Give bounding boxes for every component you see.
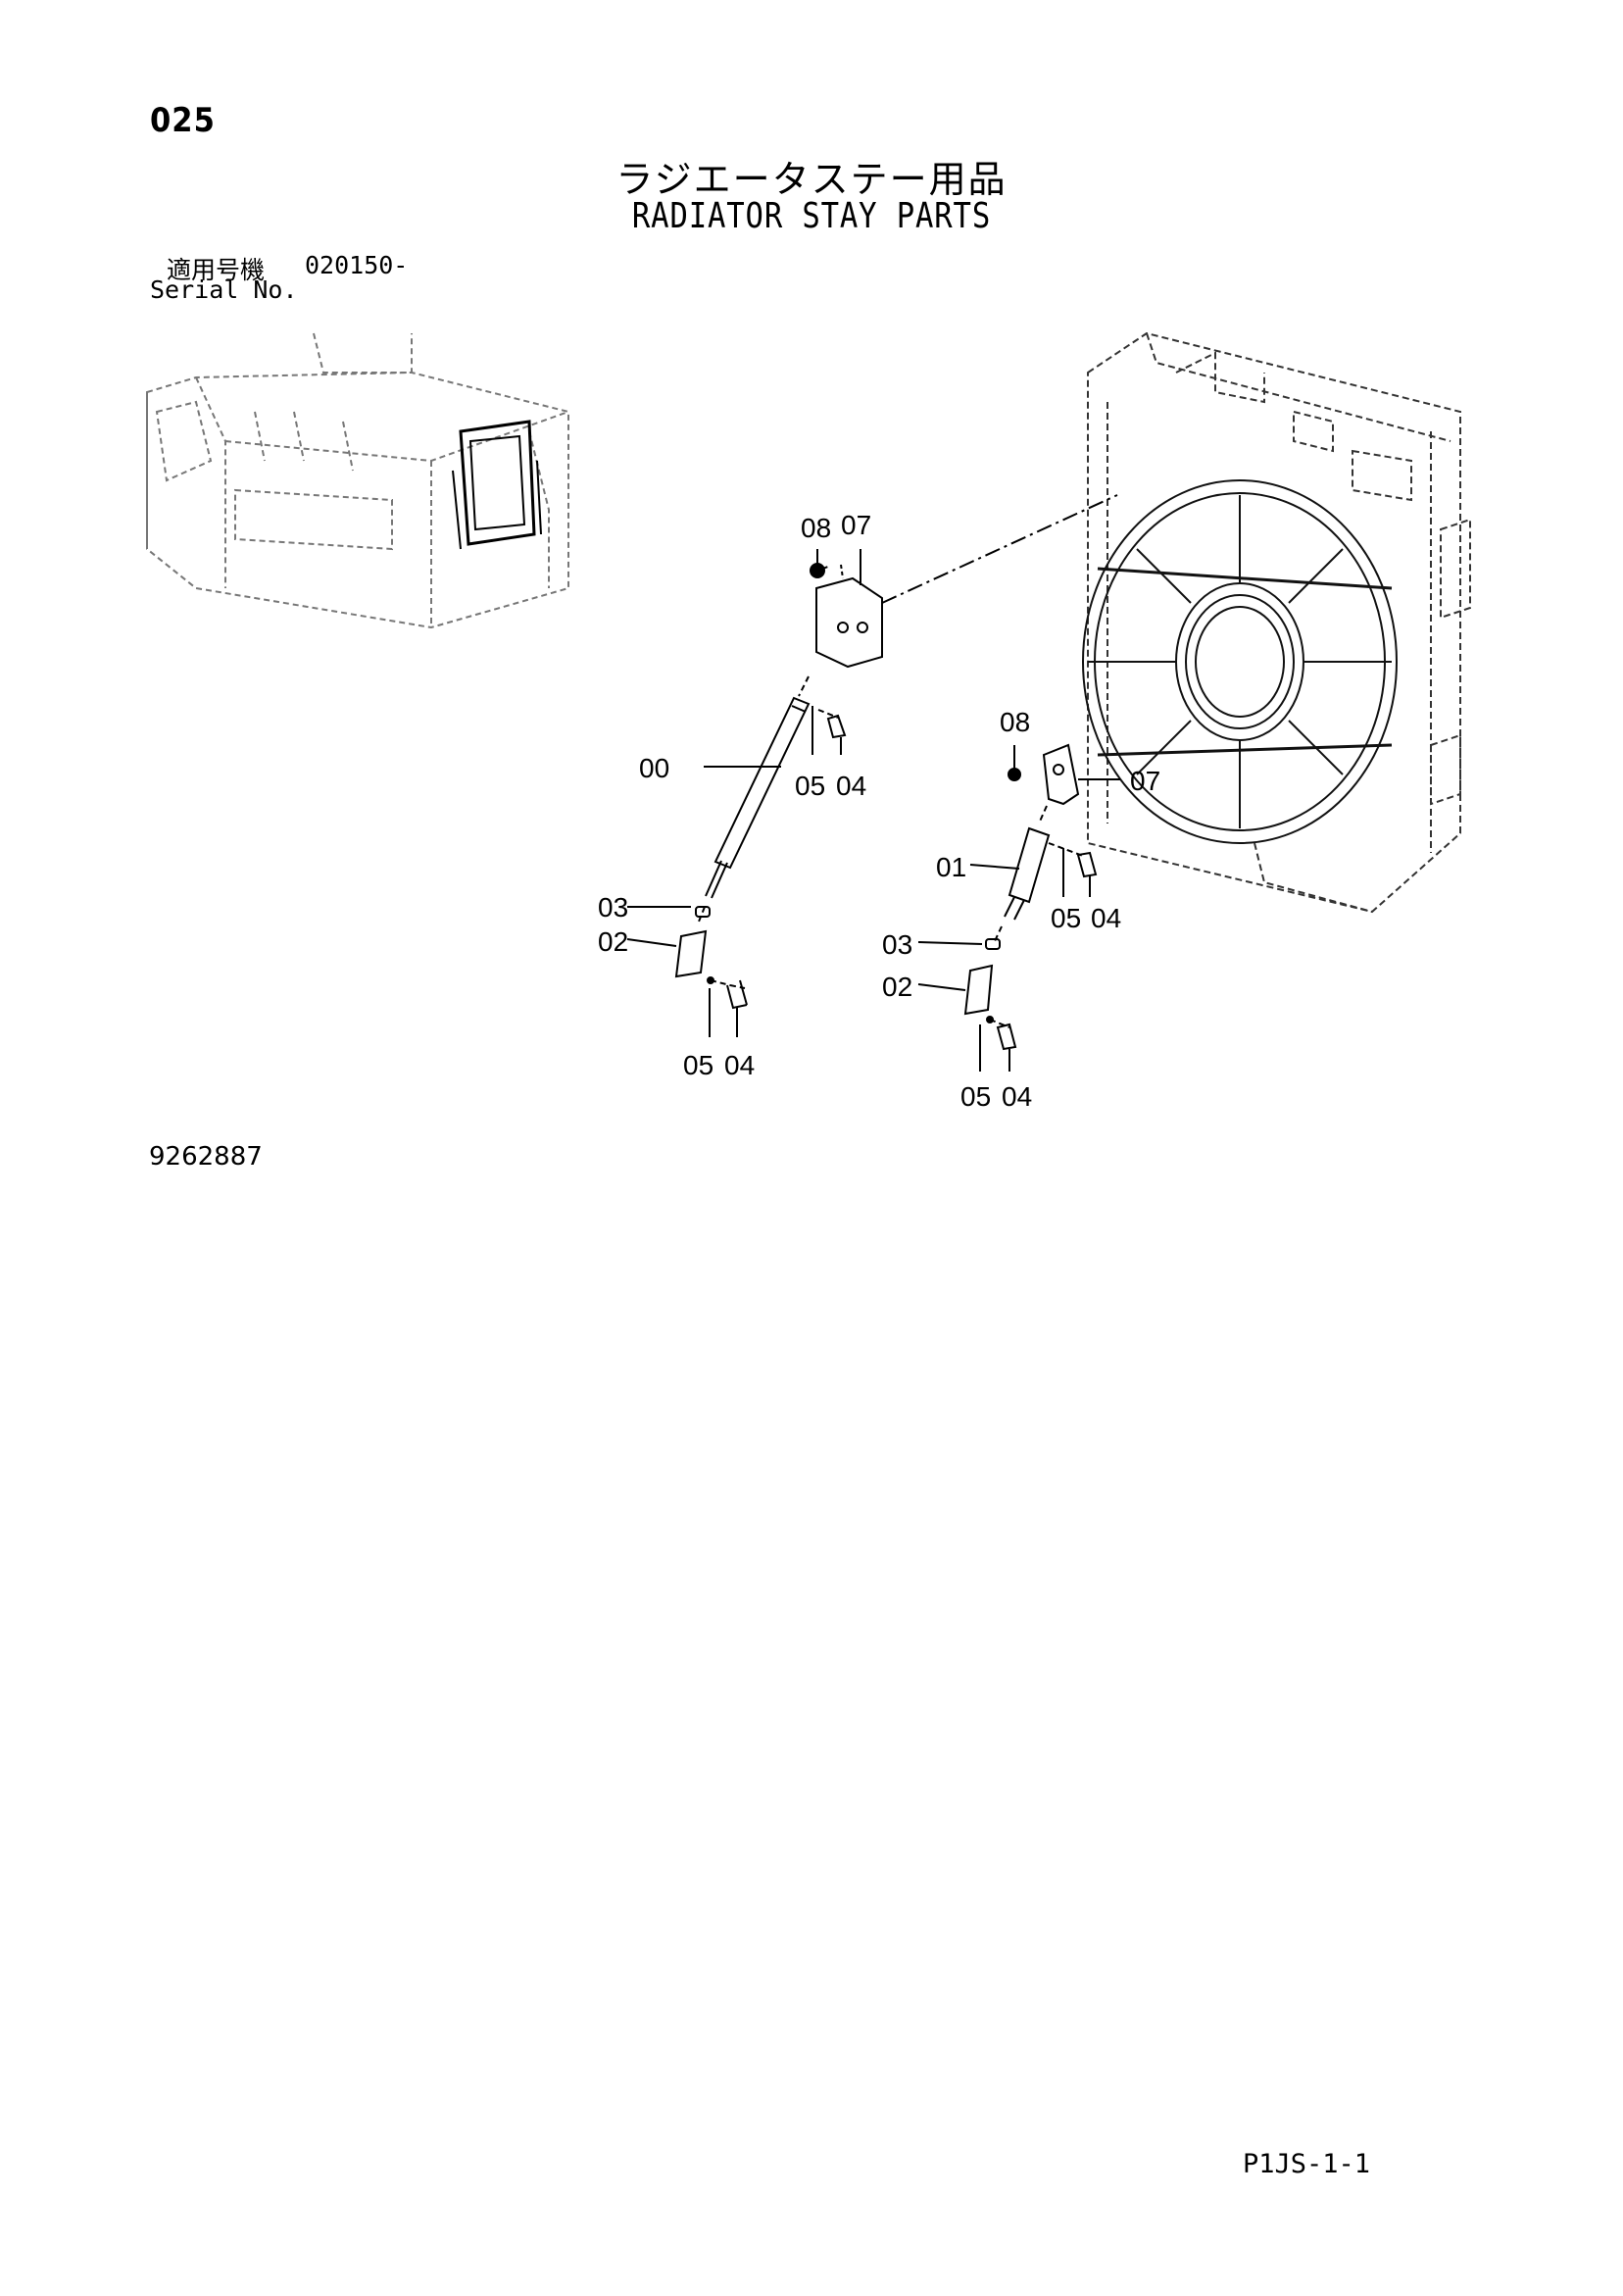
callout-left-04-lower: 04 <box>724 1050 755 1080</box>
callout-right-08: 08 <box>1000 707 1030 737</box>
callout-right-07: 07 <box>1130 766 1160 796</box>
right-pin-03 <box>985 938 1001 950</box>
right-bracket-07 <box>1042 743 1080 806</box>
callout-left-05-lower: 05 <box>683 1050 713 1080</box>
left-bracket-07 <box>815 576 883 669</box>
callout-right-02: 02 <box>882 972 912 1002</box>
callout-right-05-lower: 05 <box>960 1081 991 1112</box>
callout-labels: 08 07 00 05 04 03 02 05 04 08 07 01 05 0… <box>598 510 1160 1112</box>
right-lower-bolt-04 <box>996 1023 1017 1051</box>
radiator-assembly-illustration <box>1082 331 1471 914</box>
callout-left-08: 08 <box>801 513 831 543</box>
left-stay-assembly <box>674 494 1118 1010</box>
left-gas-spring-00 <box>713 696 811 870</box>
right-stay-assembly <box>963 743 1098 1051</box>
callout-right-01: 01 <box>936 852 966 882</box>
right-upper-bolt-04 <box>1076 851 1098 878</box>
callout-left-04-upper: 04 <box>836 771 866 801</box>
callout-right-05-upper: 05 <box>1051 903 1081 933</box>
serial-label-english: Serial No. <box>150 275 298 304</box>
callout-left-07: 07 <box>841 510 871 540</box>
drawing-number: 9262887 <box>149 1142 263 1172</box>
machine-overview-illustration <box>146 332 569 629</box>
left-upper-bolt-04 <box>826 714 847 739</box>
callout-left-02: 02 <box>598 926 628 957</box>
left-washer-05 <box>707 976 714 984</box>
callout-left-05-upper: 05 <box>795 771 825 801</box>
callout-left-00: 00 <box>639 753 669 783</box>
left-clevis-02 <box>674 929 708 978</box>
callout-left-03: 03 <box>598 892 628 923</box>
page-reference: P1JS-1-1 <box>1243 2149 1371 2179</box>
callout-right-04-lower: 04 <box>1002 1081 1032 1112</box>
overview-radiator-highlight <box>452 420 542 550</box>
callout-right-04-upper: 04 <box>1091 903 1121 933</box>
callout-leader-lines <box>626 549 1120 1072</box>
page-number: 025 <box>150 101 216 140</box>
right-bolt-08 <box>1008 768 1021 781</box>
left-bolt-04 <box>726 979 748 1010</box>
right-clevis-02 <box>963 964 994 1016</box>
right-damper-01 <box>1008 826 1051 904</box>
page-title-english: RADIATOR STAY PARTS <box>631 196 992 236</box>
callout-right-03: 03 <box>882 929 912 960</box>
left-pin-03 <box>695 906 711 918</box>
serial-label-japanese: 適用号機 <box>167 256 266 284</box>
page-title-japanese: ラジエータステー用品 <box>615 158 1008 201</box>
serial-number-value: 020150- <box>305 251 409 279</box>
